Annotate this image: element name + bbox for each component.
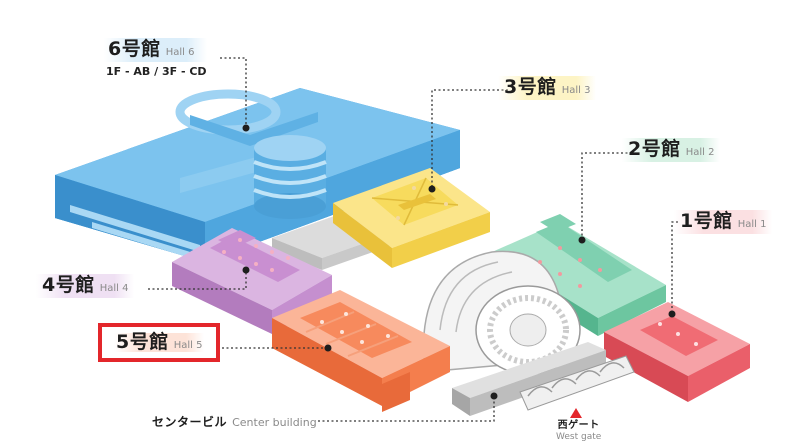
hall-3-name-jp: 3号館: [504, 76, 557, 98]
center-building-label[interactable]: センタービル Center building: [152, 413, 317, 429]
west-gate-name-jp: 西ゲート: [557, 420, 600, 431]
hall-1-name-en: Hall 1: [737, 219, 767, 230]
hall-5-name-jp: 5号館: [116, 331, 169, 353]
hall-3-label[interactable]: 3号館 Hall 3: [498, 76, 597, 100]
hall-2-name-jp: 2号館: [628, 138, 681, 160]
hall-2-label[interactable]: 2号館 Hall 2: [622, 138, 721, 162]
west-gate-marker: [570, 408, 582, 418]
hall-6-building[interactable]: [55, 88, 460, 264]
hall-2-name-en: Hall 2: [685, 147, 715, 158]
hall-6-name-jp: 6号館: [108, 38, 161, 60]
hall-6-name-en: Hall 6: [165, 47, 195, 58]
hall-3-name-en: Hall 3: [561, 85, 591, 96]
center-building-name-jp: センタービル: [152, 415, 228, 429]
hall-3-building[interactable]: [333, 168, 490, 268]
booth-dots: [222, 238, 290, 272]
center-building[interactable]: [452, 342, 635, 416]
hall-4-name-jp: 4号館: [42, 274, 95, 296]
hall-1-name-jp: 1号館: [680, 210, 733, 232]
hall-1-building[interactable]: [604, 302, 750, 402]
hall-6-cylinder: [253, 135, 327, 219]
hall-4-label[interactable]: 4号館 Hall 4: [36, 274, 135, 298]
hall-4-name-en: Hall 4: [99, 283, 129, 294]
hall-4-building[interactable]: [172, 228, 332, 334]
hall-5-building[interactable]: [272, 290, 450, 412]
center-dome: [423, 250, 581, 375]
west-gate-label[interactable]: 西ゲート West gate: [556, 421, 601, 442]
west-gate-name-en: West gate: [556, 432, 602, 442]
hall-5-name-en: Hall 5: [173, 340, 203, 351]
center-building-name-en: Center building: [232, 416, 317, 429]
west-gate-canopy: [519, 355, 635, 411]
hall-5-label-selected[interactable]: 5号館 Hall 5: [98, 323, 221, 362]
leader-endpoints: [242, 124, 676, 400]
hall-6-floors: 1F - AB / 3F - CD: [106, 65, 207, 78]
hall-6-label[interactable]: 6号館 Hall 6 1F - AB / 3F - CD: [104, 38, 207, 77]
hall-1-label[interactable]: 1号館 Hall 1: [674, 210, 773, 234]
